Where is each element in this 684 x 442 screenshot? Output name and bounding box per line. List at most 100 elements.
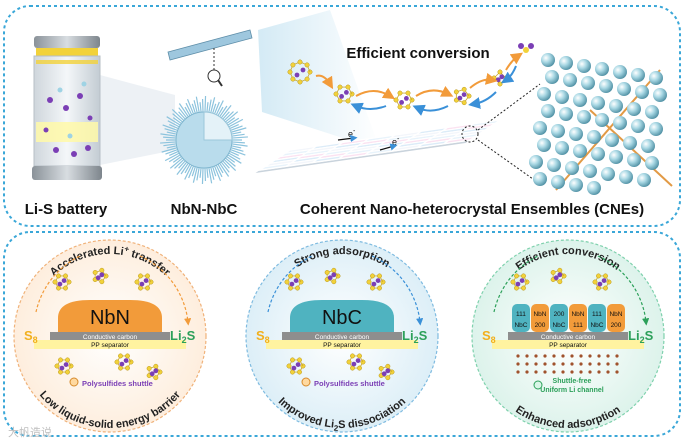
sulfur-atom — [453, 97, 459, 103]
sulfur-atom — [405, 104, 411, 110]
nanotube-illustration — [167, 29, 253, 87]
flow-arc — [597, 255, 650, 326]
sulfur-atom — [550, 270, 556, 275]
zoom-circle — [461, 125, 479, 143]
sulfur-atom — [596, 273, 601, 279]
sulfur-atom — [99, 279, 105, 285]
li-ion-dot — [579, 362, 583, 366]
sulfur-atom — [286, 363, 292, 369]
lattice-atom — [619, 170, 633, 184]
lattice-atom — [605, 133, 619, 147]
lattice-atom — [569, 178, 583, 192]
lattice-atom — [587, 130, 601, 144]
sulfur-atom — [295, 285, 300, 291]
lattice-atom — [551, 124, 565, 138]
lattice-atom — [533, 121, 547, 135]
zoom-line-bottom — [477, 139, 541, 185]
electron-label-a: e- — [348, 128, 356, 139]
sulfur-atom — [357, 365, 362, 371]
li-ion-dot — [615, 370, 619, 374]
li2s-tail: S — [187, 328, 196, 343]
hetero-block-top: NbN — [609, 311, 622, 318]
lithium-atom — [119, 361, 125, 367]
sulfur-atom — [331, 279, 337, 285]
sulfur-atom — [333, 91, 339, 97]
polysulfide-li2s6 — [393, 90, 415, 110]
sulfur-atom — [153, 363, 159, 369]
li-ion-dot — [561, 362, 565, 366]
arrow-forward — [355, 87, 396, 100]
lattice-atom — [541, 53, 555, 67]
separator-layer — [266, 340, 418, 349]
flow-arc — [267, 255, 313, 313]
top-arc-sup: + — [124, 244, 131, 254]
urchin-particle — [160, 96, 248, 184]
conversion-chain — [287, 43, 534, 116]
sulfur-atom — [118, 365, 123, 371]
shuttle-note: Polysulfides shuttle — [314, 379, 385, 388]
sulfur-atom — [58, 369, 63, 375]
li-ion-dot — [588, 362, 592, 366]
flow-arc — [139, 255, 192, 326]
sulfur-atom — [405, 90, 411, 96]
li-ion-dot — [597, 354, 601, 358]
lattice-atom — [555, 90, 569, 104]
polysulfide-molecule — [324, 267, 341, 285]
li-ion-dot — [516, 354, 520, 358]
zoom-line-top — [477, 83, 541, 131]
hetero-block — [607, 304, 625, 332]
lattice-atom — [577, 59, 591, 73]
lithium-atom — [519, 278, 525, 283]
lattice-atom — [649, 71, 663, 85]
s8-label: S8 — [482, 328, 496, 345]
lattice-atom — [591, 96, 605, 110]
li-ion-dot — [615, 354, 619, 358]
sulfur-atom — [138, 285, 143, 291]
grid-tile — [443, 136, 476, 145]
sulfur-atom — [557, 267, 563, 273]
separator-layer — [492, 340, 644, 349]
lattice-atom — [645, 105, 659, 119]
lattice-atom — [595, 113, 609, 127]
lithium-atom — [515, 281, 521, 287]
lattice-atom — [645, 156, 659, 170]
battery-label: Li-S battery — [25, 201, 108, 218]
lattice-atom — [545, 70, 559, 84]
lithium-atom — [351, 361, 357, 367]
lattice-atom — [617, 82, 631, 96]
arrow-forward — [505, 52, 523, 71]
lattice-atom — [641, 139, 655, 153]
sulfur-atom — [92, 270, 98, 275]
li-ion-dot — [534, 354, 538, 358]
lithium-atom — [344, 90, 349, 95]
lattice-atom — [541, 104, 555, 118]
lattice-atom — [635, 85, 649, 99]
sulfur-atom — [453, 89, 459, 95]
sulfur-atom — [297, 79, 303, 85]
sulfur-atom — [297, 369, 302, 375]
lattice-atom — [529, 155, 543, 169]
li-ion-dot — [516, 370, 520, 374]
carbon-layer — [50, 332, 170, 340]
lithium-atom — [149, 371, 155, 377]
sulfur-atom — [295, 273, 300, 279]
hetero-block — [531, 304, 549, 332]
polysulfide-molecule — [92, 267, 109, 285]
heterocrystal-grid — [255, 119, 501, 173]
lithium-atom — [143, 278, 149, 283]
arrow-reverse — [412, 104, 449, 116]
polysulfide-s8 — [287, 59, 313, 85]
grid-edge — [255, 141, 469, 173]
lattice-atom — [581, 76, 595, 90]
sulfur-atom — [357, 353, 362, 359]
carbon-label: Conductive carbon — [541, 334, 596, 341]
sulfur-atom — [557, 279, 563, 285]
lattice-atom — [563, 73, 577, 87]
shuttle-note: Polysulfides shuttle — [82, 379, 153, 388]
sulfur-atom — [603, 285, 608, 291]
sulfur-atom — [378, 366, 384, 371]
hetero-block-top: 200 — [554, 311, 565, 318]
catalyst-label: NbN — [90, 307, 130, 329]
efficient-conversion-title: Efficient conversion — [346, 45, 489, 62]
sulfur-atom — [145, 285, 150, 291]
